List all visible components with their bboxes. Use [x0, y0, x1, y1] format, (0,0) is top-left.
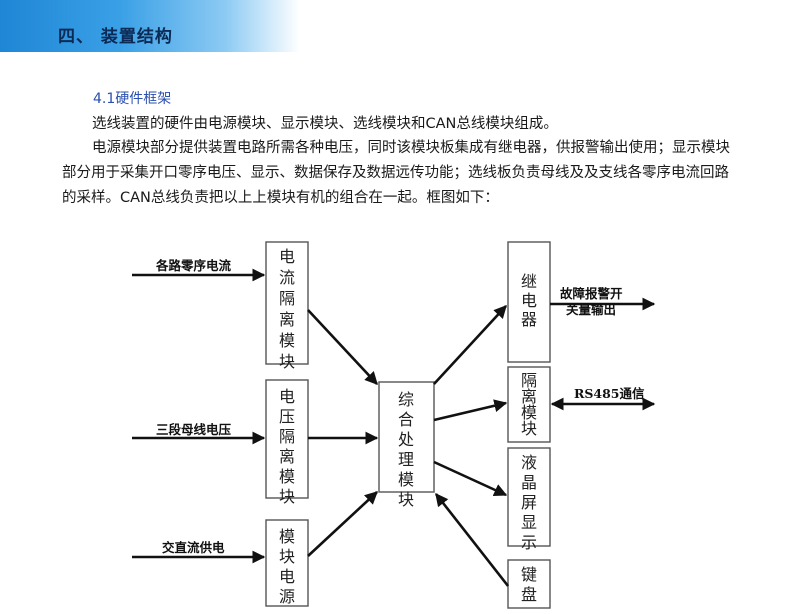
box-voltage-isolation: [265, 379, 309, 499]
label-voltage-isolation: 电压隔离模块: [279, 387, 295, 506]
box-keyboard: [507, 559, 551, 609]
header-band: [0, 0, 300, 52]
arrow-keyboard-to-core: [434, 492, 510, 587]
label-relay: 继电器: [521, 272, 537, 329]
label-alarm-output-line1: 故障报警开: [560, 286, 623, 301]
paragraph-detail: 电源模块部分提供装置电路所需各种电压，同时该模块板集成有继电器，供报警输出使用；…: [62, 140, 730, 206]
label-in-power: 交直流供电: [162, 540, 225, 555]
paragraph-intro: 选线装置的硬件由电源模块、显示模块、选线模块和CAN总线模块组成。: [92, 116, 558, 132]
label-power-module: 模块电源: [279, 527, 295, 606]
label-keyboard: 键盘: [521, 565, 537, 604]
box-lcd-display: [507, 447, 551, 547]
label-lcd-display: 液晶屏显示: [521, 453, 537, 552]
section-title: 四、 装置结构: [58, 27, 173, 47]
arrow-core-to-lcd: [433, 460, 508, 497]
label-in-voltage: 三段母线电压: [156, 422, 232, 437]
label-isolation-module: 隔离模块: [521, 371, 537, 438]
arrow-current-to-core: [307, 309, 378, 385]
arrow-core-to-isolation: [433, 399, 508, 422]
arrow-power-to-core: [307, 491, 378, 557]
subsection-title: 4.1硬件框架: [93, 91, 172, 107]
box-isolation-module: [507, 366, 551, 443]
label-rs485: RS485通信: [574, 386, 645, 401]
label-alarm-output-line2: 关量输出: [566, 302, 616, 317]
label-in-current: 各路零序电流: [155, 258, 232, 273]
box-power-module: [265, 519, 309, 607]
box-core-processing: [378, 381, 435, 493]
label-core-processing: 综合处理模块: [398, 390, 414, 509]
box-relay: [507, 241, 551, 363]
box-current-isolation: [265, 241, 309, 365]
arrow-core-to-relay: [433, 305, 507, 385]
label-current-isolation: 电流隔离模块: [279, 247, 295, 371]
